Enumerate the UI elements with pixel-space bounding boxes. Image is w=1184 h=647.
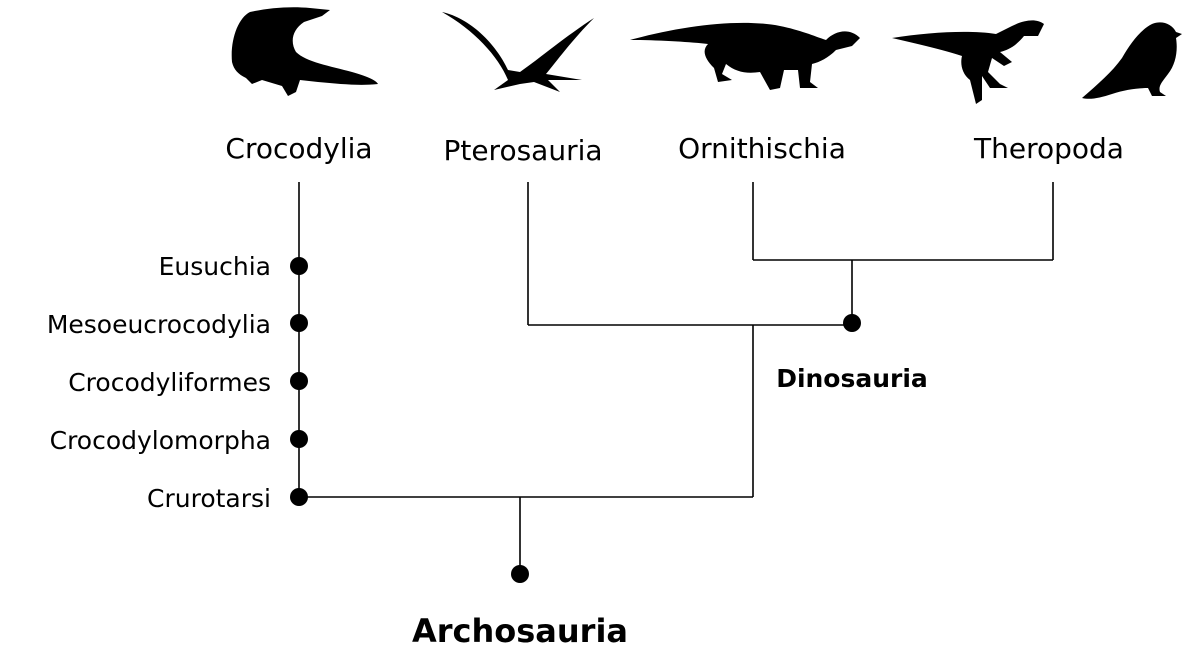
bird-silhouette-icon	[1082, 22, 1182, 98]
node-dot-dinosauria	[843, 314, 861, 332]
node-dot-archosauria	[511, 565, 529, 583]
clade-label-archosauria: Archosauria	[412, 612, 628, 647]
pterosaur-silhouette-icon	[442, 12, 594, 92]
node-dot-crurotarsi	[290, 488, 308, 506]
clade-label-dinosauria: Dinosauria	[776, 364, 928, 393]
node-label-eusuchia: Eusuchia	[159, 252, 271, 281]
leaf-label-theropoda: Theropoda	[973, 132, 1124, 165]
node-label-crocodyliformes: Crocodyliformes	[68, 368, 271, 397]
leaf-label-crocodylia: Crocodylia	[225, 132, 372, 165]
node-label-mesoeucrocodylia: Mesoeucrocodylia	[47, 310, 271, 339]
theropod-silhouette-icon	[892, 20, 1044, 104]
node-label-crocodylomorpha: Crocodylomorpha	[50, 426, 271, 455]
node-dot-crocodyliformes	[290, 372, 308, 390]
node-dot-mesoeucrocodylia	[290, 314, 308, 332]
leaf-label-pterosauria: Pterosauria	[443, 134, 602, 167]
crocodile-silhouette-icon	[232, 7, 378, 96]
node-label-crurotarsi: Crurotarsi	[147, 484, 271, 513]
node-dot-eusuchia	[290, 257, 308, 275]
node-dot-crocodylomorpha	[290, 430, 308, 448]
leaf-label-ornithischia: Ornithischia	[678, 132, 846, 165]
ornithischian-silhouette-icon	[630, 23, 860, 90]
